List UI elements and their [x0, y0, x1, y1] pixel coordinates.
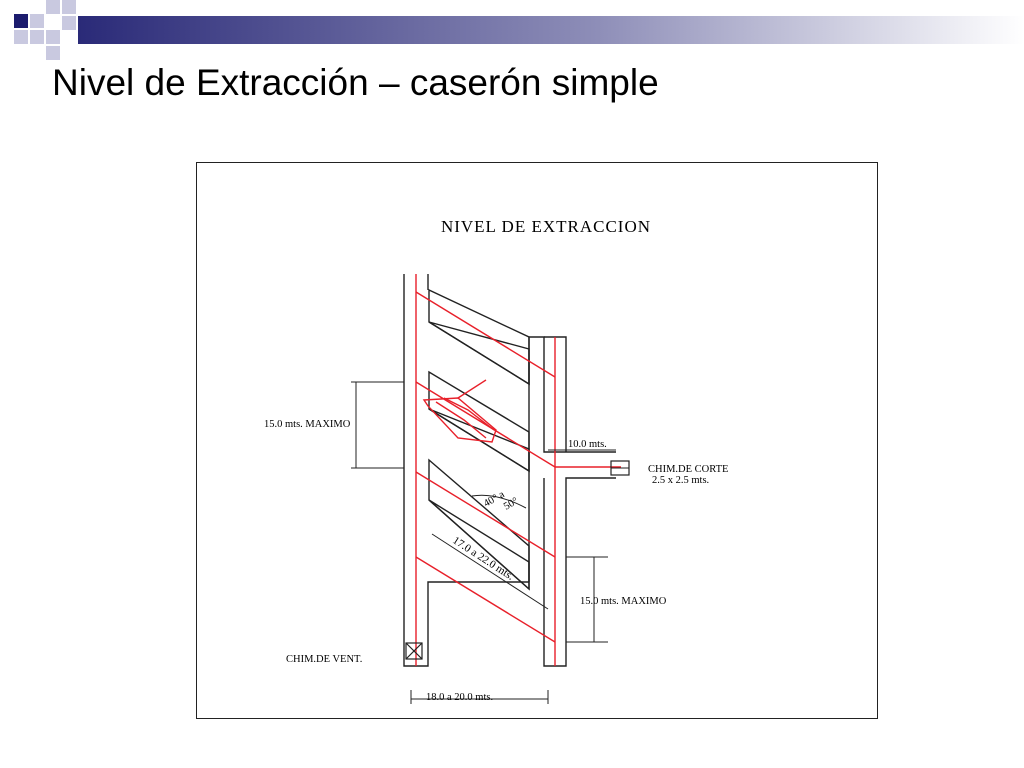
crosscut-centerline-2 [415, 381, 556, 468]
dim-bottom-label: 18.0 a 20.0 mts. [426, 692, 493, 703]
diagram-title: NIVEL DE EXTRACCION [441, 217, 651, 236]
drill-pattern [422, 397, 497, 443]
diagram-frame [196, 162, 878, 719]
right-drift-outline [529, 336, 616, 453]
header-gradient-bar [78, 16, 1024, 44]
dim-left-label: 15.0 mts. MAXIMO [264, 419, 351, 430]
chim-vent-symbol [405, 642, 423, 660]
dim-right-label: 15.0 mts. MAXIMO [580, 596, 667, 607]
deco-square [30, 30, 44, 44]
centerlines [415, 274, 621, 666]
chim-corte-size-label: 2.5 x 2.5 mts. [652, 475, 709, 486]
deco-square [46, 0, 60, 14]
dim-top-right-label: 10.0 mts. [568, 439, 607, 450]
pillar-1 [428, 288, 530, 386]
deco-square [14, 30, 28, 44]
extraction-level-diagram: NIVEL DE EXTRACCION [264, 217, 728, 704]
drill-pattern-lines-b [443, 397, 495, 431]
pillar-3 [428, 458, 530, 591]
deco-square [62, 16, 76, 30]
crosscut-centerline-3 [415, 471, 556, 558]
crosscut-centerline-1 [415, 291, 556, 378]
deco-square [30, 14, 44, 28]
deco-square [62, 0, 76, 14]
drill-pattern-lines [435, 401, 487, 439]
drill-arm [457, 379, 487, 399]
template-header-decoration [14, 0, 1024, 60]
deco-square [14, 14, 28, 28]
slide-title: Nivel de Extracción – caserón simple [52, 62, 659, 103]
length-label: 17.0 a 22.0 mts. [450, 534, 516, 582]
right-drift-top [544, 336, 567, 452]
right-drift-outline-b [543, 477, 616, 667]
crosscut-centerline-4 [415, 556, 556, 643]
chim-vent-label: CHIM.DE VENT. [286, 654, 362, 665]
deco-square [46, 30, 60, 44]
galleries [403, 274, 616, 667]
pillar-2 [428, 370, 530, 473]
left-drift-outline [403, 274, 529, 667]
chim-corte-label: CHIM.DE CORTE [648, 464, 728, 475]
deco-square [46, 46, 60, 60]
dimension-lines [351, 381, 616, 704]
